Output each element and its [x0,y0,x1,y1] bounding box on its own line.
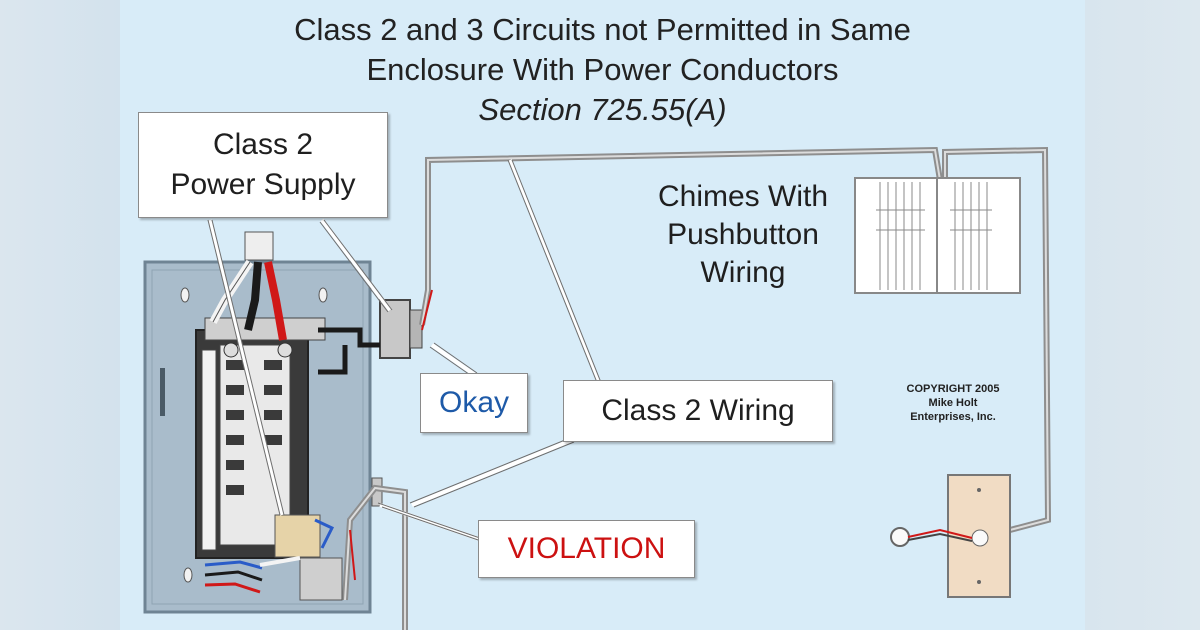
diagram-title-line-2: Enclosure With Power Conductors [366,52,839,87]
diagram-title-line-1: Class 2 and 3 Circuits not Permitted in … [294,12,911,47]
power-supply-label-line-1: Class 2 [212,128,314,161]
pushbutton-plate [890,474,1011,598]
power-supply-label-line-2: Power Supply [170,168,356,201]
class2-wiring-label: Class 2 Wiring [601,394,795,427]
violation-callout: VIOLATION [478,520,695,578]
okay-label: Okay [438,386,510,419]
class2-wire-violation [204,477,408,630]
violation-label: VIOLATION [507,532,666,565]
class2-transformer [318,299,423,375]
chimes-unit [854,177,1021,294]
service-conductors [209,231,287,341]
copyright-line-1: COPYRIGHT 2005 [906,383,1000,395]
copyright-line-2: Mike Holt [928,397,978,409]
section-reference: Section 725.55(A) [478,92,727,127]
chimes-label-line-2: Pushbutton [667,218,819,251]
okay-callout: Okay [420,373,528,433]
class2-wiring-callout: Class 2 Wiring [563,380,833,442]
chimes-label-line-1: Chimes With [657,180,829,213]
chimes-label: Chimes With Pushbutton Wiring [632,178,854,292]
class2-wire-okay [419,146,1052,533]
chimes-label-line-3: Wiring [700,256,786,289]
left-margin [0,0,120,630]
power-supply-callout: Class 2 Power Supply [138,112,388,218]
right-margin [1085,0,1200,630]
callout-leaders [208,159,602,542]
copyright-notice: COPYRIGHT 2005 Mike Holt Enterprises, In… [878,382,1028,424]
copyright-line-3: Enterprises, Inc. [910,411,996,423]
